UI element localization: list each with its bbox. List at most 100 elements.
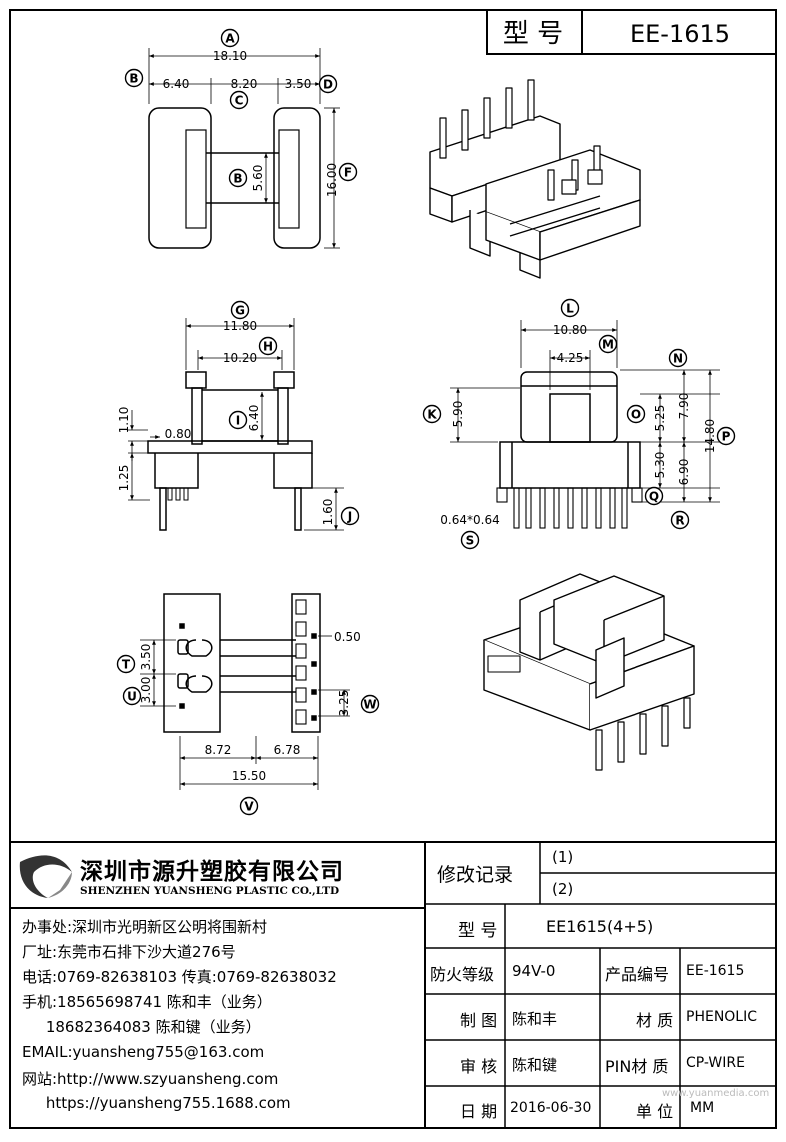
dim-bottom-t: 3.50	[139, 644, 153, 671]
dim-side-outer: 11.80	[223, 319, 257, 333]
dim-top-total: 18.10	[213, 49, 247, 63]
callout-letter-t: T	[122, 658, 131, 672]
callout-letter-f: F	[344, 166, 352, 180]
bottom-view-dims: 8.72 6.78 15.50 0.50 3.25 3.50 3.00	[139, 630, 361, 783]
callout-circle-l	[560, 298, 580, 318]
callout-circle-c	[229, 90, 249, 110]
callout-letter-l: L	[566, 302, 574, 316]
revision-1: (1)	[552, 848, 574, 866]
info-pin-label: PIN材 质	[605, 1057, 669, 1076]
callout-circle-t	[116, 654, 136, 674]
company-logo	[19, 855, 72, 898]
dim-front-d: 6.90	[677, 459, 691, 486]
info-fire-label: 防火等级	[430, 965, 495, 984]
callout-circle-s	[460, 530, 480, 550]
callout-letter-a: A	[225, 32, 235, 46]
info-product-value: EE-1615	[686, 963, 745, 979]
info-product-label: 产品编号	[605, 965, 670, 984]
watermark: www.yuanmedia.com	[662, 1088, 770, 1099]
callout-letter-h: H	[263, 340, 273, 354]
dim-top-mid: 8.20	[231, 77, 258, 91]
top-view-dims: 18.10 6.40 8.20 3.50 16.00 5.60	[163, 49, 339, 197]
info-date-value: 2016-06-30	[510, 1100, 592, 1116]
callout-circle-b	[228, 168, 248, 188]
callout-letter-b: B	[129, 72, 138, 86]
company-name-en: SHENZHEN YUANSHENG PLASTIC CO.,LTD	[80, 885, 340, 897]
revision-label: 修改记录	[437, 864, 514, 886]
callout-circle-m	[598, 334, 618, 354]
iso-view-pins-down	[483, 573, 695, 771]
contact-line-5: 18682364083 陈和键（业务）	[22, 1018, 261, 1036]
callout-circle-j	[340, 506, 360, 526]
header-model-value: EE-1615	[630, 20, 730, 48]
callout-circle-d	[318, 74, 338, 94]
info-draw-value: 陈和丰	[512, 1010, 558, 1028]
dim-top-height: 16.00	[325, 163, 339, 197]
info-draw-label: 制 图	[460, 1011, 498, 1030]
contact-line-7: 网站:http://www.szyuansheng.com	[22, 1070, 279, 1088]
callout-circle-h	[258, 336, 278, 356]
callout-letter-m: M	[602, 338, 614, 352]
title-header: 型 号 EE-1615	[486, 9, 777, 55]
callout-circle-v	[239, 796, 259, 816]
dim-top-left: 6.40	[163, 77, 190, 91]
top-view	[148, 48, 340, 249]
callout-circle-i	[228, 410, 248, 430]
callout-letter-w: W	[363, 698, 376, 712]
dim-bottom-pitch: 3.25	[337, 690, 351, 717]
callout-circle-k	[422, 404, 442, 424]
info-check-label: 审 核	[460, 1057, 498, 1076]
dim-bottom-u: 3.00	[139, 677, 153, 704]
callout-letter-v: V	[244, 800, 254, 814]
callout-letter-k: K	[427, 408, 437, 422]
dim-front-total: 14.80	[703, 419, 717, 453]
info-date-label: 日 期	[460, 1102, 498, 1121]
dim-front-upper: 5.90	[451, 401, 465, 428]
callout-circle-f	[338, 162, 358, 182]
callout-circle-a	[220, 28, 240, 48]
callout-letter-p: P	[722, 430, 731, 444]
dim-front-a: 5.25	[653, 405, 667, 432]
info-pin-value: CP-WIRE	[686, 1055, 745, 1071]
contact-line-8: https://yuansheng755.1688.com	[22, 1094, 291, 1112]
callout-letter-d: D	[323, 78, 333, 92]
callout-letter-s: S	[466, 534, 475, 548]
callout-circle-w	[360, 694, 380, 714]
info-model-value: EE1615(4+5)	[546, 917, 654, 936]
callout-circle-u	[122, 686, 142, 706]
callout-letter-b: B	[233, 172, 242, 186]
outer-frame	[9, 9, 777, 1129]
callout-circle-r	[670, 510, 690, 530]
dim-front-b: 7.90	[677, 393, 691, 420]
dim-side-base: 1.25	[117, 465, 131, 492]
callout-letter-i: I	[236, 414, 240, 428]
callout-letter-j: J	[347, 510, 352, 524]
callout-circle-n	[668, 348, 688, 368]
dim-front-core: 4.25	[557, 351, 584, 365]
callout-letter-q: Q	[649, 490, 659, 504]
info-unit-value: MM	[690, 1100, 715, 1116]
company-name-cn: 深圳市源升塑胶有限公司	[80, 859, 344, 885]
dim-side-flange: 1.10	[117, 407, 131, 434]
contact-line-3: 电话:0769-82638103 传真:0769-82638032	[22, 968, 337, 986]
front-view-dims: 10.80 4.25 5.90 5.25 7.90 5.30 6.90 14.8…	[440, 323, 717, 527]
contact-line-1: 办事处:深圳市光明新区公明将围新村	[22, 918, 268, 936]
dim-front-width: 10.80	[553, 323, 587, 337]
callout-circle-q	[644, 486, 664, 506]
info-fire-value: 94V-0	[512, 962, 556, 980]
dim-top-core: 5.60	[251, 165, 265, 192]
contact-line-6: EMAIL:yuansheng755@163.com	[22, 1043, 265, 1061]
callout-letter-o: O	[631, 408, 641, 422]
callout-letter-n: N	[673, 352, 683, 366]
dim-bottom-total: 15.50	[232, 769, 266, 783]
contact-line-2: 厂址:东莞市石排下沙大道276号	[22, 943, 236, 961]
callout-letter-u: U	[127, 690, 137, 704]
dim-side-pin: 1.60	[321, 499, 335, 526]
bottom-view	[140, 593, 350, 790]
side-view-dims: 11.80 10.20 6.40 0.80 1.10 1.25 1.60	[117, 319, 335, 525]
dim-top-right: 3.50	[285, 77, 312, 91]
info-material-label: 材 质	[636, 1011, 674, 1030]
